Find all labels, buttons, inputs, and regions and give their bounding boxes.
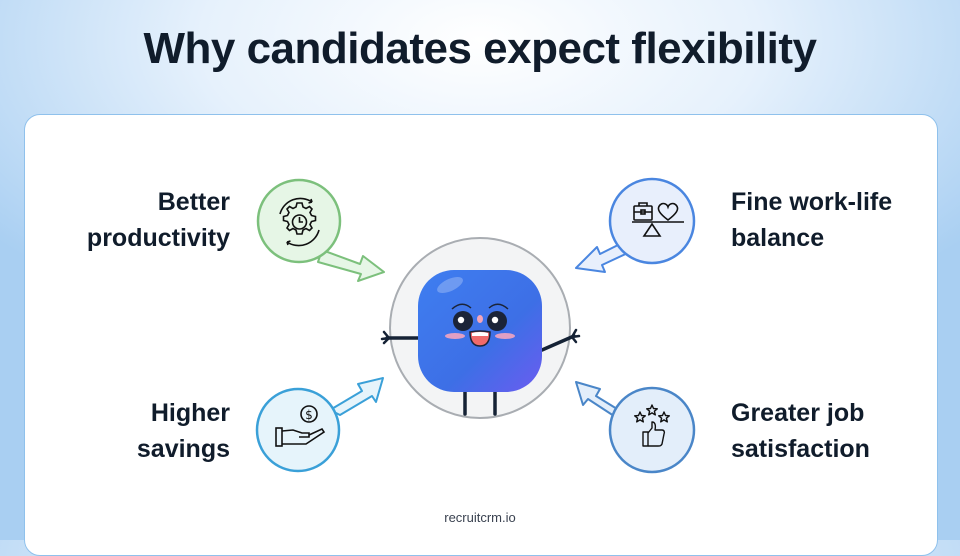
right-arm-icon <box>540 334 576 352</box>
productivity-node <box>256 178 385 282</box>
label-line: Greater job <box>731 399 865 427</box>
footer-website: recruitcrm.io <box>444 510 516 525</box>
satisfaction-node <box>575 381 696 474</box>
label-line: Higher <box>150 399 230 427</box>
hand-dollar-coin-icon: $ <box>275 405 326 447</box>
icon-circle <box>608 386 696 474</box>
stars-thumbs-up-icon <box>634 404 670 447</box>
left-hand-icon <box>380 330 391 345</box>
label-line: savings <box>136 435 230 463</box>
right-hand-icon <box>570 328 581 344</box>
work-life-node <box>575 177 696 273</box>
label-greater-job-satisfaction: Greater job satisfaction <box>731 395 931 467</box>
label-work-life-balance: Fine work-life balance <box>731 184 931 256</box>
label-line: satisfaction <box>731 435 870 463</box>
arrow-icon <box>329 377 384 416</box>
icon-circle <box>255 387 341 473</box>
icon-circle <box>608 177 696 265</box>
label-line: Better <box>157 188 230 216</box>
arrow-icon <box>317 249 385 282</box>
svg-text:$: $ <box>305 408 313 422</box>
page-title: Why candidates expect flexibility <box>143 24 817 73</box>
label-line: balance <box>731 224 825 252</box>
arrow-icon <box>575 381 623 417</box>
gear-clock-icon <box>279 197 320 247</box>
mascot-center <box>380 237 581 419</box>
savings-node: $ <box>255 377 384 473</box>
label-line: Fine work-life <box>731 188 893 216</box>
label-higher-savings: Higher savings <box>60 395 230 467</box>
legs-icon <box>463 388 497 416</box>
diagram-graphics: $ <box>255 177 696 474</box>
label-line: productivity <box>86 224 230 252</box>
scale-briefcase-heart-icon <box>632 202 684 237</box>
label-better-productivity: Better productivity <box>60 184 230 256</box>
